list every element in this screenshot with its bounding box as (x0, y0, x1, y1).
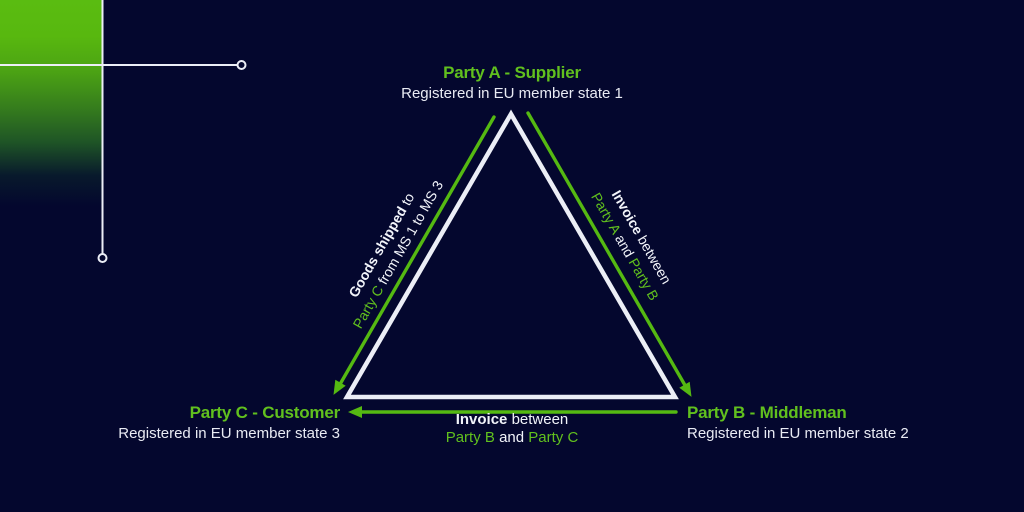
edge-label-invoice-b-c: Invoice between Party B and Party C (446, 411, 579, 447)
party-c-title: Party C - Customer (189, 403, 341, 422)
party-c-label: Party C - Customer Registered in EU memb… (118, 403, 340, 442)
party-b-title: Party B - Middleman (687, 403, 847, 422)
arrowhead-invoice-a-to-b (679, 381, 692, 397)
arrow-goods-a-to-c (337, 115, 496, 388)
triangle-outline (343, 109, 679, 400)
invoice-bc-mid: and (494, 429, 529, 446)
arrow-invoice-a-to-b (526, 111, 688, 389)
decor-horizontal-line-dot (236, 60, 247, 70)
invoice-bc-line2: Party B and Party C (446, 429, 579, 447)
invoice-bc-party1: Party B (445, 429, 495, 446)
decor-vertical-line-dot (97, 253, 108, 263)
party-a-subtitle: Registered in EU member state 1 (401, 85, 623, 102)
invoice-bc-party2: Party C (528, 429, 579, 446)
party-b-label: Party B - Middleman Registered in EU mem… (687, 403, 909, 442)
invoice-bc-line1: Invoice between (446, 411, 579, 429)
party-b-subtitle: Registered in EU member state 2 (687, 425, 909, 442)
arrowhead-goods-a-to-c (333, 379, 346, 395)
invoice-bc-line1-bold: Invoice (455, 411, 508, 428)
invoice-bc-line1-rest: between (507, 411, 569, 428)
arrowhead-invoice-b-to-c (348, 406, 362, 418)
party-a-title: Party A - Supplier (443, 63, 581, 82)
decor-gradient-bar (0, 0, 103, 258)
party-c-subtitle: Registered in EU member state 3 (118, 425, 340, 442)
party-a-label: Party A - Supplier Registered in EU memb… (401, 63, 623, 102)
